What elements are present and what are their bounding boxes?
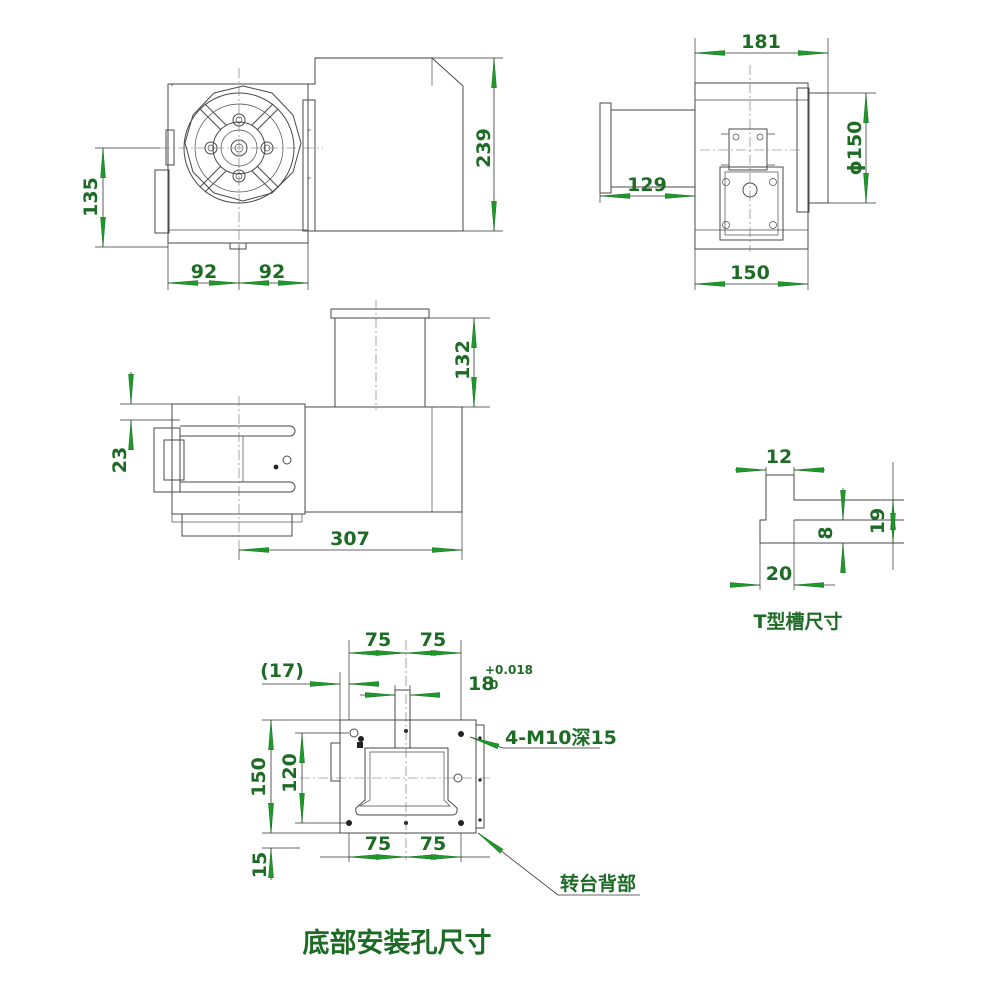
dim-right-92: 92 bbox=[259, 261, 285, 283]
back-callout: 转台背部 bbox=[560, 872, 636, 895]
dim-height-239: 239 bbox=[473, 128, 495, 168]
top-view: 132 23 307 bbox=[109, 300, 490, 560]
tolerance-upper: +0.018 bbox=[485, 663, 533, 677]
dim-slot-width-12: 12 bbox=[766, 446, 792, 468]
dim-motor-height-132: 132 bbox=[452, 340, 474, 380]
side-view: 181 ϕ150 129 150 bbox=[599, 31, 876, 290]
dim-width-181: 181 bbox=[741, 31, 781, 53]
dim-depth-8: 8 bbox=[815, 526, 837, 539]
dim-slot-offset-23: 23 bbox=[109, 447, 131, 473]
dim-center-height-135: 135 bbox=[80, 177, 102, 217]
front-view: 239 135 92 92 bbox=[80, 57, 503, 290]
dim-length-307: 307 bbox=[330, 528, 370, 550]
dim-height-outer-150: 150 bbox=[248, 757, 270, 797]
dim-diameter-150: ϕ150 bbox=[844, 121, 866, 176]
bottom-view: 75 75 (17) 18 +0.018 0 150 120 15 75 75 … bbox=[248, 629, 640, 959]
dim-offset-17: (17) bbox=[260, 660, 304, 682]
bottom-view-caption: 底部安装孔尺寸 bbox=[303, 927, 492, 959]
dim-height-inner-120: 120 bbox=[279, 753, 301, 793]
dim-top-right-75: 75 bbox=[420, 629, 446, 651]
dim-base-width-20: 20 bbox=[766, 563, 792, 585]
hole-callout: 4-M10深15 bbox=[505, 726, 617, 749]
dim-left-92: 92 bbox=[191, 261, 217, 283]
dim-bottom-right-75: 75 bbox=[420, 833, 446, 855]
dim-bottom-offset-15: 15 bbox=[249, 852, 271, 878]
dim-total-19: 19 bbox=[867, 508, 889, 534]
dim-top-left-75: 75 bbox=[365, 629, 391, 651]
dim-bottom-left-75: 75 bbox=[365, 833, 391, 855]
dim-key-18: 18 bbox=[468, 673, 494, 695]
dim-motor-129: 129 bbox=[627, 174, 667, 196]
tolerance-lower: 0 bbox=[490, 678, 498, 692]
t-slot-caption: T型槽尺寸 bbox=[754, 610, 843, 633]
dim-base-150: 150 bbox=[730, 262, 770, 284]
t-slot-detail: 12 8 19 20 T型槽尺寸 bbox=[735, 446, 904, 633]
